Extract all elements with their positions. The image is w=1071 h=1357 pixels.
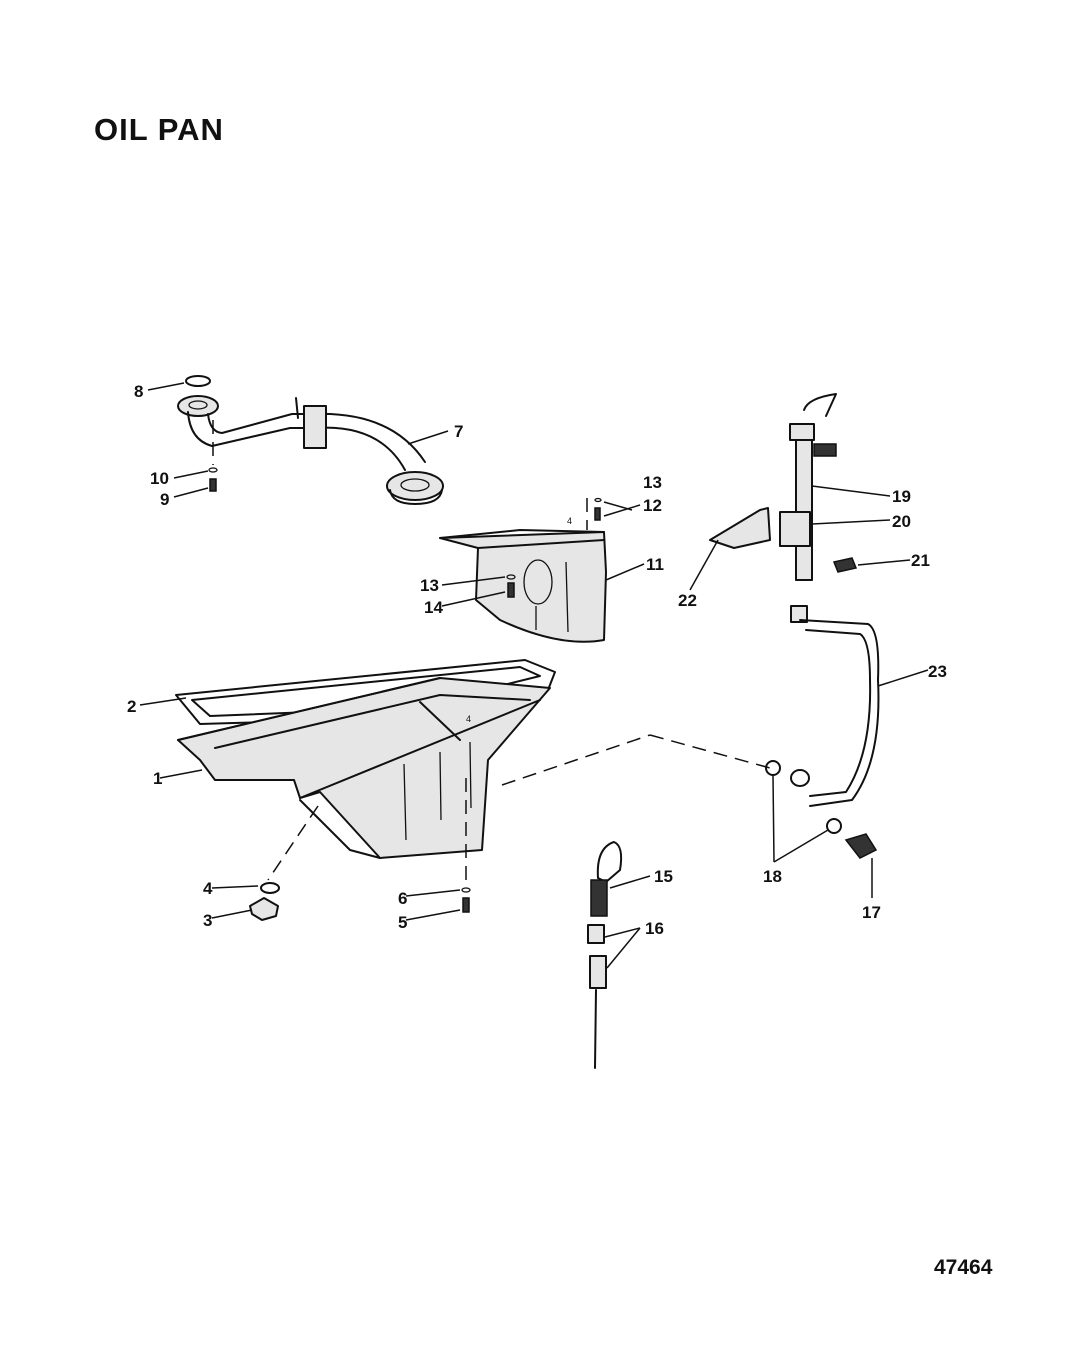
callout-19: 19 (892, 487, 911, 506)
callout-2: 2 (127, 697, 136, 716)
callout-13-upper: 13 (643, 473, 662, 492)
callout-8: 8 (134, 382, 143, 401)
callout-22: 22 (678, 591, 697, 610)
callout-21: 21 (911, 551, 930, 570)
figure-number: 47464 (934, 1256, 993, 1279)
diagram-title: OIL PAN (94, 112, 224, 147)
windage-tray (439, 529, 607, 643)
callout-12: 12 (643, 496, 662, 515)
mark-4-pan: 4 (466, 714, 471, 724)
callout-7: 7 (454, 422, 463, 441)
dipstick-extension-tube (799, 619, 880, 807)
callout-1: 1 (153, 769, 162, 788)
pickup-bolt-and-washer (208, 467, 218, 492)
tube-fitting-washers-and-bolt (765, 760, 878, 859)
callout-20: 20 (892, 512, 911, 531)
callout-16: 16 (645, 919, 664, 938)
callout-14: 14 (424, 598, 443, 617)
callout-11: 11 (646, 555, 664, 574)
callout-3: 3 (203, 911, 212, 930)
mark-4-tray: 4 (567, 516, 572, 526)
callout-10: 10 (150, 469, 169, 488)
callout-13-lower: 13 (420, 576, 439, 595)
pan-bolt-and-washer (461, 887, 471, 913)
callout-18: 18 (763, 867, 782, 886)
callout-9: 9 (160, 490, 169, 509)
tray-bolts (506, 497, 602, 598)
dipstick-assembly (587, 841, 623, 1069)
callout-23: 23 (928, 662, 947, 681)
callout-4: 4 (203, 879, 213, 898)
oil-pan (177, 677, 551, 859)
callout-6: 6 (398, 889, 407, 908)
callout-17: 17 (862, 903, 881, 922)
leader-lines (139, 382, 929, 969)
dipstick-tube-upper (709, 393, 858, 623)
callout-15: 15 (654, 867, 673, 886)
callout-5: 5 (398, 913, 407, 932)
oil-pickup-tube (177, 395, 444, 505)
drain-plug-and-washer (249, 882, 280, 921)
o-ring-seal (185, 375, 211, 387)
